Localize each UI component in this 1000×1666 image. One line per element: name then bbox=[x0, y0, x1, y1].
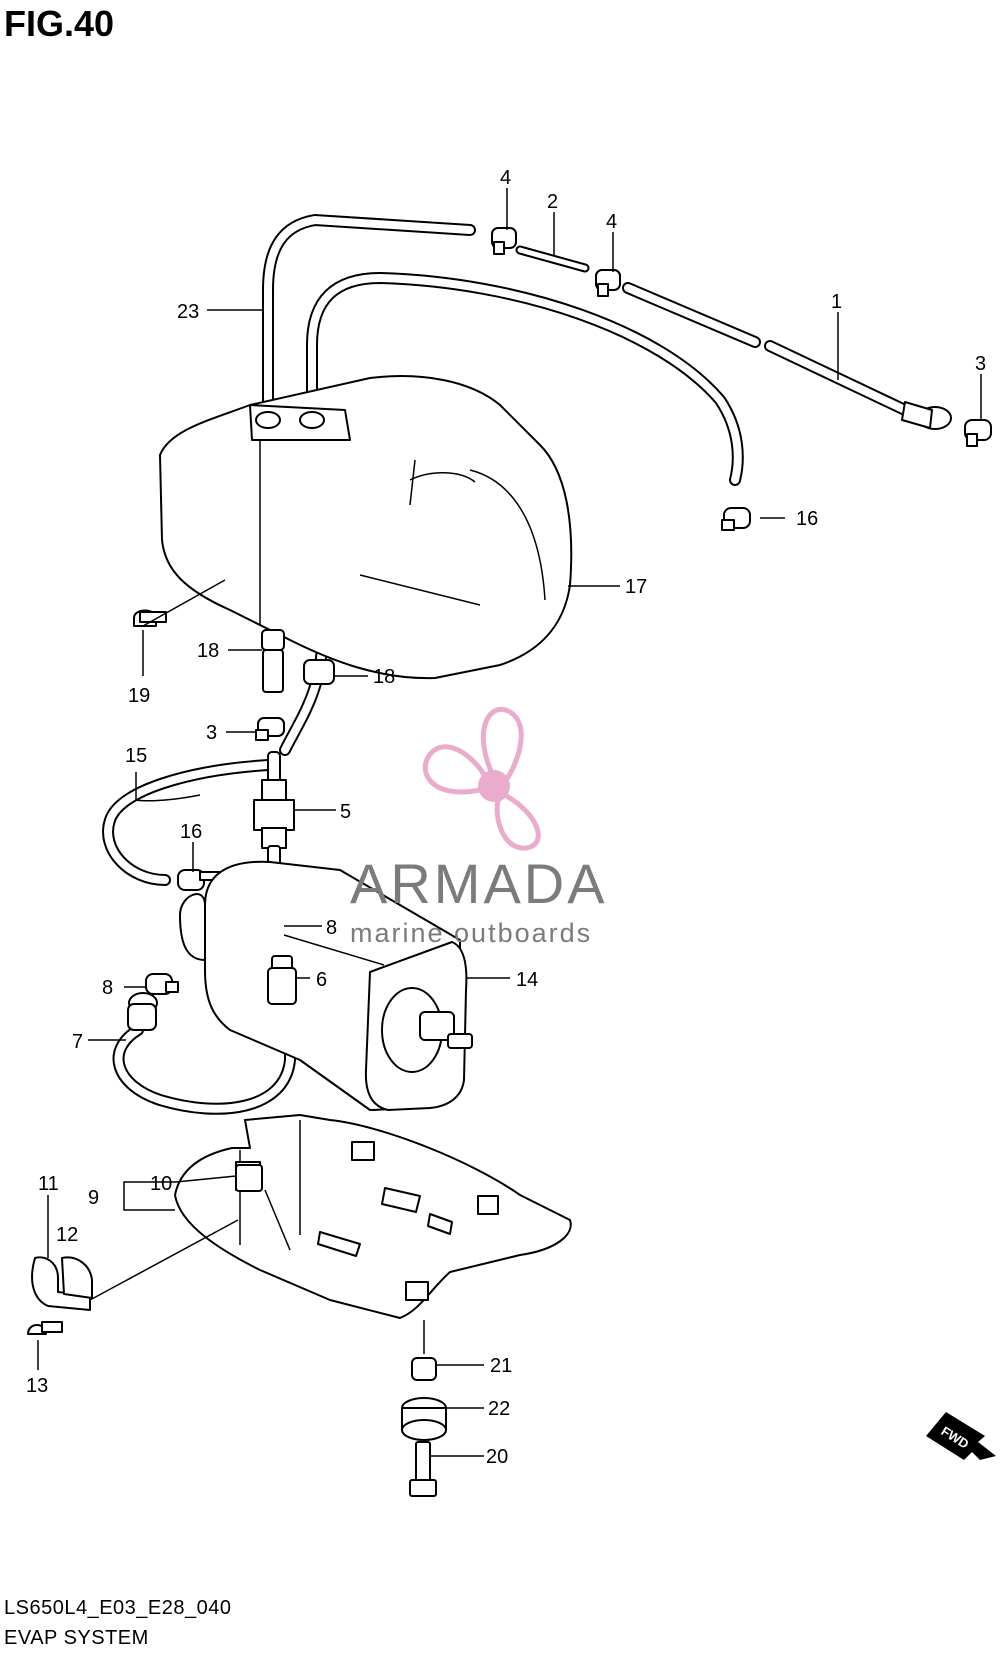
clamp-3-right bbox=[964, 419, 992, 447]
callout-13: 13 bbox=[26, 1375, 48, 1397]
callout-labels: 1 2 3 3 4 4 5 6 7 8 8 9 10 11 12 13 14 1… bbox=[26, 167, 986, 1468]
collar-21 bbox=[411, 1357, 437, 1381]
callout-18-left: 18 bbox=[197, 640, 219, 662]
callout-6: 6 bbox=[316, 969, 327, 991]
section-name: EVAP SYSTEM bbox=[4, 1627, 149, 1649]
screw-13 bbox=[27, 1321, 63, 1335]
callout-10: 10 bbox=[150, 1173, 172, 1195]
callout-18-right: 18 bbox=[373, 666, 395, 688]
separator-tank-17 bbox=[159, 375, 573, 680]
canister-bracket-9 bbox=[174, 1114, 572, 1319]
clip-10 bbox=[235, 1164, 263, 1192]
clamp-16-mid bbox=[177, 869, 223, 891]
callout-11: 11 bbox=[38, 1173, 59, 1195]
charcoal-canister-14 bbox=[179, 860, 473, 1111]
callout-5: 5 bbox=[340, 801, 351, 823]
callout-16-top: 16 bbox=[796, 508, 818, 530]
clamp-8-left bbox=[145, 973, 179, 995]
watermark-propeller-icon bbox=[422, 706, 541, 851]
callout-8-mid: 8 bbox=[326, 917, 337, 939]
callout-17: 17 bbox=[625, 576, 647, 598]
fwd-direction-arrow-icon: FWD bbox=[926, 1412, 996, 1460]
callout-7: 7 bbox=[72, 1031, 83, 1053]
callout-9: 9 bbox=[88, 1187, 99, 1209]
callout-12: 12 bbox=[56, 1224, 78, 1246]
check-valve-5 bbox=[253, 751, 295, 873]
callout-23: 23 bbox=[177, 301, 199, 323]
callout-20: 20 bbox=[486, 1446, 508, 1468]
clamp-4-mid bbox=[595, 269, 621, 297]
callout-14: 14 bbox=[516, 969, 538, 991]
clamp-16-top bbox=[721, 507, 751, 531]
bolt-20 bbox=[409, 1441, 437, 1497]
clamp-4-top bbox=[491, 227, 517, 255]
callout-22: 22 bbox=[488, 1398, 510, 1420]
callout-21: 21 bbox=[490, 1355, 512, 1377]
callout-3-mid: 3 bbox=[206, 722, 217, 744]
hose-23 bbox=[262, 213, 744, 486]
watermark-tagline: marine outboards bbox=[350, 918, 593, 948]
callout-4-mid: 4 bbox=[606, 211, 617, 233]
hose-7-end-fitting bbox=[127, 992, 158, 1031]
model-code: LS650L4_E03_E28_040 bbox=[4, 1597, 232, 1619]
screw-19 bbox=[133, 609, 167, 627]
leader-lines bbox=[37, 188, 982, 1457]
pipe-2 bbox=[515, 245, 590, 273]
grommet-22 bbox=[401, 1397, 447, 1441]
callout-19: 19 bbox=[128, 685, 150, 707]
grommet-18-right bbox=[303, 659, 335, 685]
callout-8-left: 8 bbox=[102, 977, 113, 999]
callout-16-mid: 16 bbox=[180, 821, 202, 843]
callout-3-right: 3 bbox=[975, 353, 986, 375]
callout-1: 1 bbox=[831, 291, 842, 313]
clamp-12 bbox=[31, 1256, 93, 1311]
callout-4-top: 4 bbox=[500, 167, 511, 189]
hose-7 bbox=[112, 984, 296, 1115]
grommet-18-left bbox=[261, 629, 285, 693]
hose-1 bbox=[622, 282, 952, 430]
clamp-3-mid bbox=[255, 717, 285, 741]
fitting-6 bbox=[267, 955, 297, 1005]
watermark-brand: ARMADA bbox=[350, 852, 608, 915]
callout-2: 2 bbox=[547, 191, 558, 213]
figure-title: FIG.40 bbox=[4, 3, 115, 44]
callout-15: 15 bbox=[125, 745, 147, 767]
